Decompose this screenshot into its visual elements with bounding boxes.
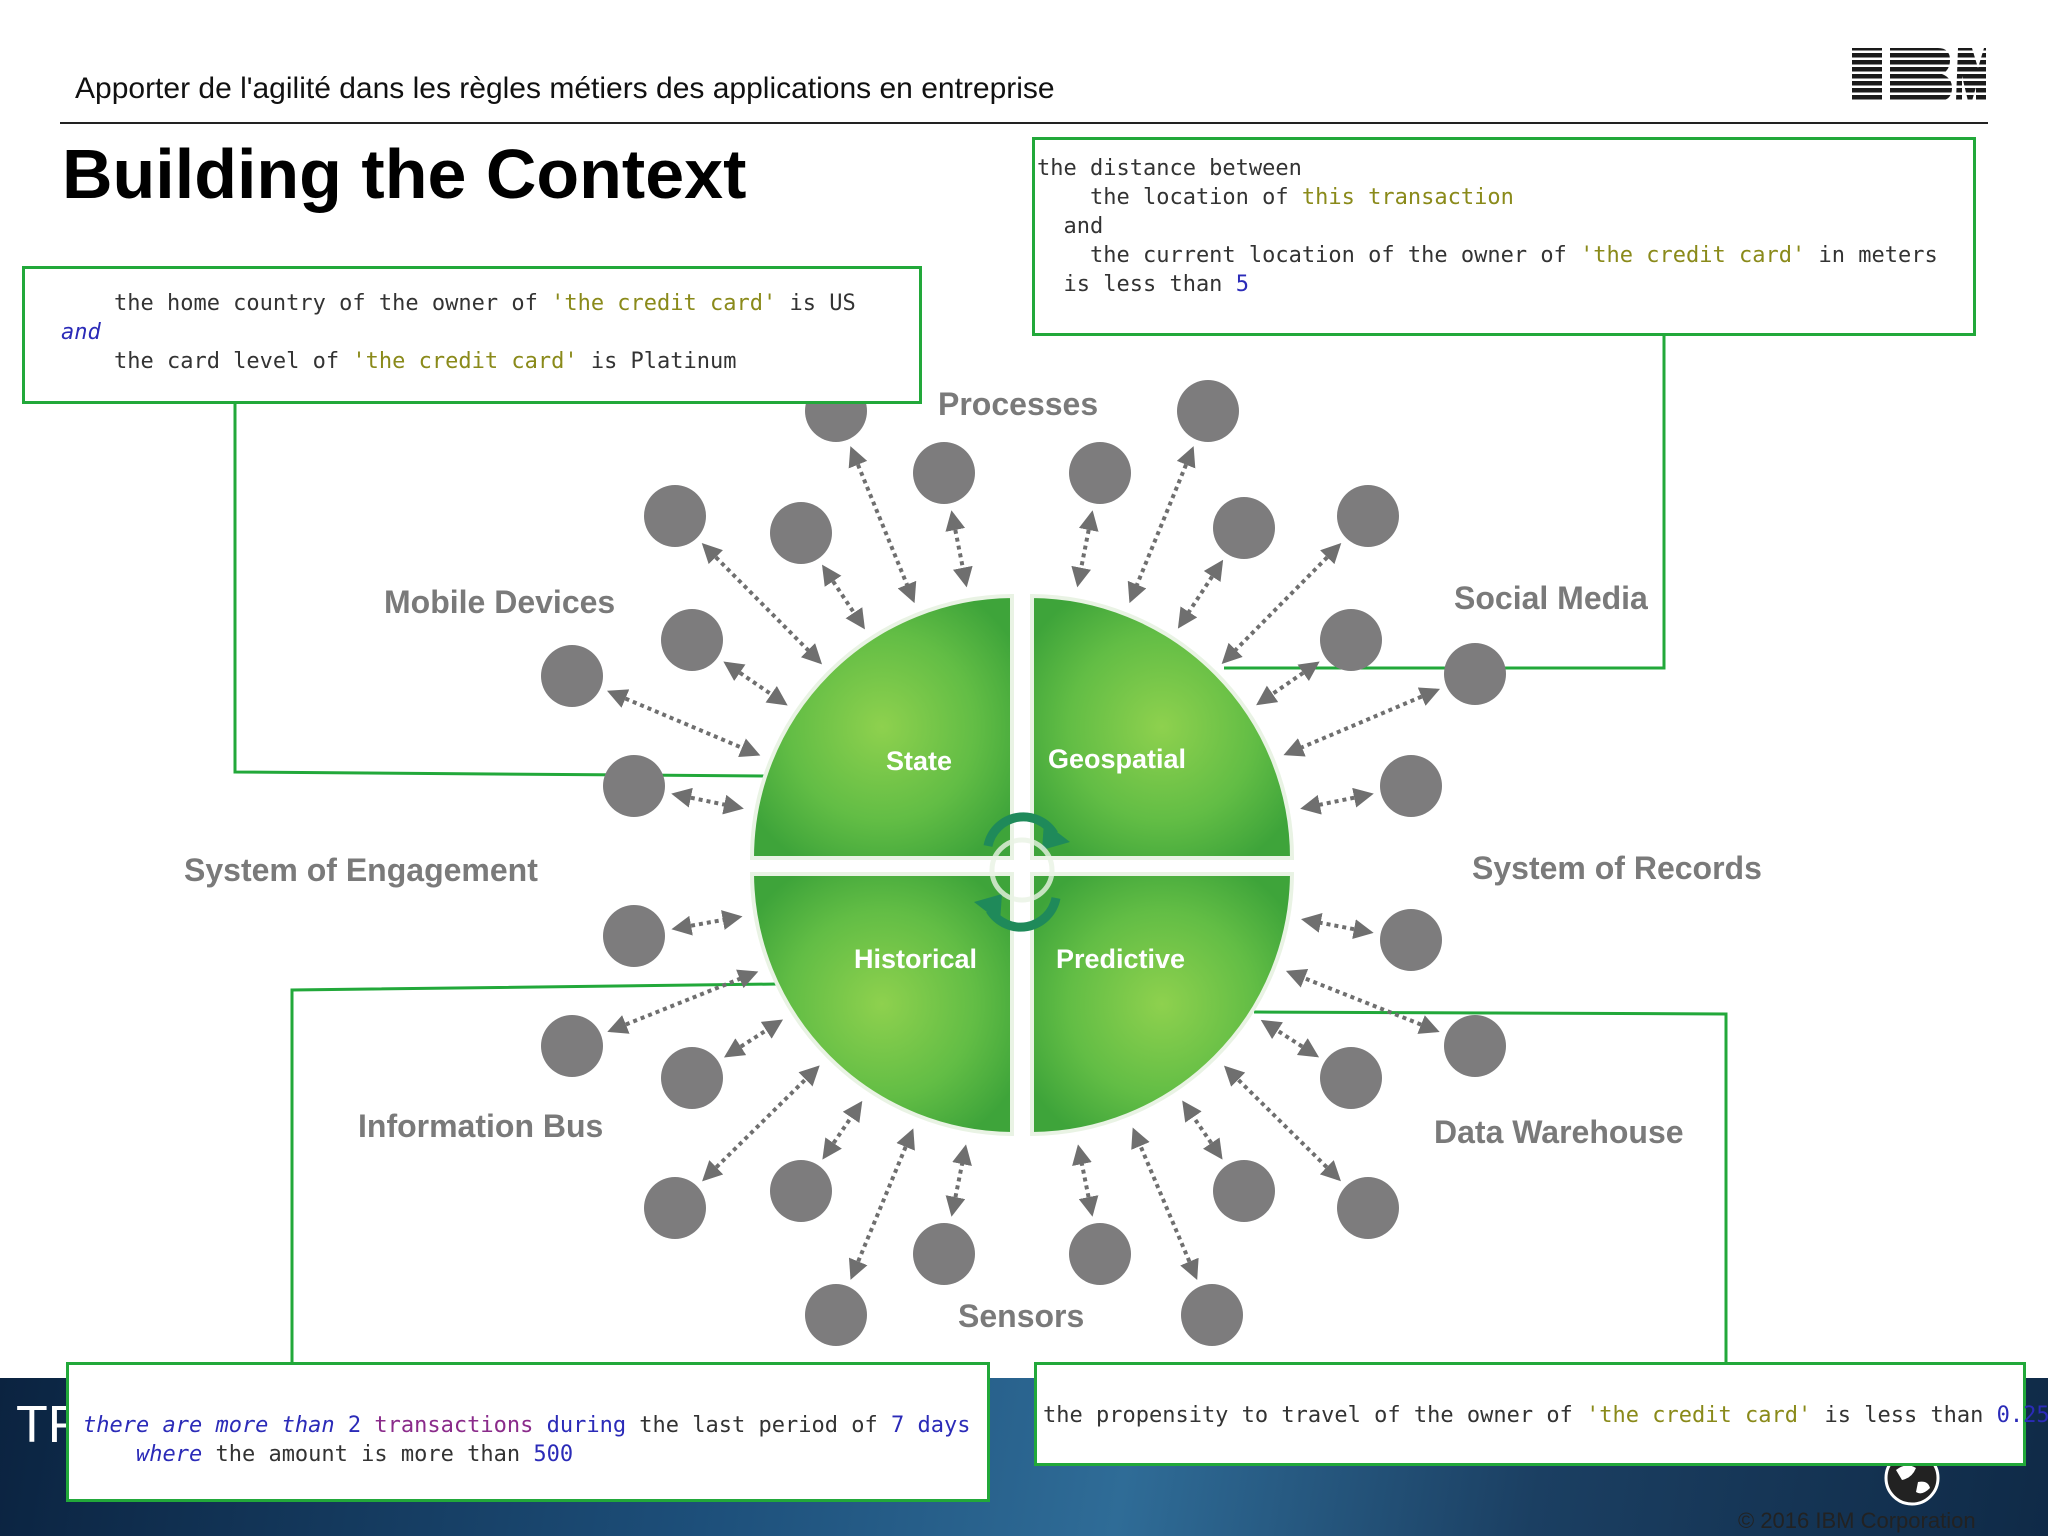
rule-geo-line-5: is less than 5: [1037, 272, 1249, 297]
connector-state-rule: [233, 402, 765, 778]
data-source-node-5: [644, 485, 706, 547]
data-source-node-15: [603, 905, 665, 967]
label-system-of-engagement: System of Engagement: [184, 852, 538, 888]
quadrant-label-state: State: [886, 746, 953, 776]
spoke-arrow-28: [1131, 1127, 1199, 1281]
data-source-node-24: [1337, 1177, 1399, 1239]
rule-hist-line-2: where the amount is more than 500: [83, 1442, 574, 1467]
rule-state-line-3: the card level of 'the credit card' is P…: [61, 349, 737, 374]
copyright: © 2016 IBM Corporation: [1738, 1508, 1976, 1533]
data-source-node-6: [770, 502, 832, 564]
data-source-node-8: [1337, 485, 1399, 547]
rule-box-state: the home country of the owner of 'the cr…: [22, 266, 922, 404]
quadrant-predictive: [1030, 872, 1295, 1137]
data-source-node-3: [1069, 442, 1131, 504]
rule-box-predictive: the propensity to travel of the owner of…: [1034, 1362, 2048, 1466]
spoke-arrow-1: [848, 446, 917, 604]
data-source-node-25: [805, 1284, 867, 1346]
connector-geospatial-rule: [1224, 334, 1666, 670]
spoke-arrow-9: [723, 661, 788, 706]
rule-geo-line-3: and: [1037, 214, 1104, 239]
spoke-arrow-21: [702, 1065, 820, 1182]
header-subtitle: Apporter de l'agilité dans les règles mé…: [75, 72, 1055, 105]
data-source-node-22: [770, 1160, 832, 1222]
data-source-node-12: [1444, 643, 1506, 705]
quadrant-historical: [749, 872, 1014, 1137]
spoke-arrow-2: [945, 510, 973, 588]
rule-box-geospatial: the distance between the location of thi…: [1032, 137, 1976, 336]
page-title: Building the Context: [62, 135, 747, 213]
data-source-spokes: [541, 380, 1506, 1346]
quadrant-state: [749, 593, 1014, 860]
quadrant-label-historical: Historical: [854, 944, 978, 974]
spoke-arrow-8: [1221, 543, 1342, 665]
spoke-arrow-20: [1260, 1019, 1320, 1058]
spoke-arrow-16: [1300, 912, 1374, 939]
data-source-node-27: [1069, 1223, 1131, 1285]
rule-state-line-1: the home country of the owner of 'the cr…: [61, 291, 856, 316]
quadrant-geospatial: [1030, 593, 1295, 860]
data-source-node-18: [1444, 1015, 1506, 1077]
data-source-node-9: [661, 609, 723, 671]
label-information-bus: Information Bus: [358, 1108, 604, 1144]
spoke-arrow-11: [607, 689, 761, 757]
data-source-node-10: [1320, 609, 1382, 671]
rule-state-line-2: and: [61, 320, 101, 345]
data-source-node-11: [541, 645, 603, 707]
rule-box-historical: there are more than 2 transactions durin…: [66, 1362, 990, 1502]
data-source-node-2: [913, 442, 975, 504]
spoke-arrow-25: [848, 1128, 915, 1280]
spoke-arrow-5: [701, 542, 823, 665]
data-source-node-26: [913, 1223, 975, 1285]
spoke-arrow-7: [1177, 559, 1224, 629]
spoke-arrow-4: [1127, 446, 1196, 604]
data-source-node-19: [661, 1047, 723, 1109]
spoke-arrow-6: [822, 564, 865, 630]
label-system-of-records: System of Records: [1472, 850, 1762, 886]
data-source-node-16: [1380, 909, 1442, 971]
label-social-media: Social Media: [1454, 580, 1648, 616]
data-source-node-7: [1213, 497, 1275, 559]
spoke-arrow-19: [723, 1019, 784, 1058]
data-source-node-13: [603, 755, 665, 817]
spoke-arrow-23: [1182, 1100, 1223, 1160]
spoke-arrow-26: [945, 1144, 972, 1217]
spoke-arrow-22: [822, 1100, 863, 1160]
label-data-warehouse: Data Warehouse: [1434, 1114, 1684, 1150]
connector-historical-rule: [290, 982, 779, 1362]
spoke-arrow-15: [671, 910, 743, 936]
rule-geo-line-1: the distance between: [1037, 156, 1302, 181]
data-source-node-14: [1380, 755, 1442, 817]
rule-hist-line-1: there are more than 2 transactions durin…: [83, 1413, 971, 1438]
spoke-arrow-27: [1072, 1144, 1099, 1217]
data-source-node-28: [1181, 1284, 1243, 1346]
spoke-arrow-12: [1283, 687, 1441, 757]
header-divider: [60, 122, 1988, 124]
rule-geo-line-4: the current location of the owner of 'th…: [1037, 243, 1938, 268]
spoke-arrow-17: [607, 969, 759, 1034]
rule-geo-line-2: the location of this transaction: [1037, 185, 1514, 210]
rule-pred-line-1: the propensity to travel of the owner of…: [1043, 1403, 2048, 1428]
spoke-arrow-10: [1256, 661, 1320, 706]
label-processes: Processes: [938, 386, 1099, 422]
spoke-arrow-14: [1300, 787, 1374, 815]
data-source-node-23: [1213, 1160, 1275, 1222]
data-source-node-21: [644, 1177, 706, 1239]
quadrant-label-geospatial: Geospatial: [1048, 744, 1187, 774]
ibm-logo-icon: [1852, 48, 1986, 101]
spoke-arrow-3: [1071, 510, 1099, 588]
context-circle: [749, 593, 1295, 1138]
spoke-arrow-24: [1223, 1065, 1341, 1182]
data-source-node-20: [1320, 1047, 1382, 1109]
label-sensors: Sensors: [958, 1298, 1085, 1334]
data-source-node-4: [1177, 380, 1239, 442]
spoke-arrow-13: [671, 787, 744, 815]
label-mobile-devices: Mobile Devices: [384, 584, 616, 620]
data-source-node-17: [541, 1015, 603, 1077]
quadrant-label-predictive: Predictive: [1056, 944, 1186, 974]
spoke-arrow-18: [1285, 968, 1440, 1034]
